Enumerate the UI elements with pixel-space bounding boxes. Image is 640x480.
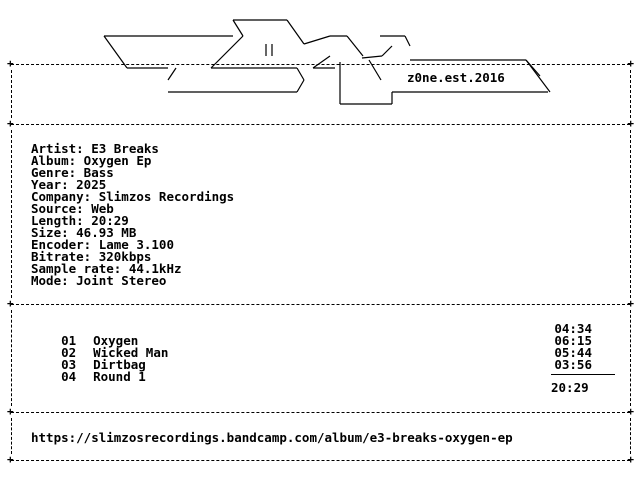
total-length: 20:29 — [551, 380, 589, 395]
release-info: Artist: E3 Breaks Album: Oxygen Ep Genre… — [31, 141, 235, 288]
bandcamp-link[interactable]: https://slimzosrecordings.bandcamp.com/a… — [31, 430, 513, 445]
logo-tagline: z0ne.est.2016 — [407, 70, 505, 85]
separator-info — [7, 117, 634, 131]
info-encoder: Encoder: Lame 3.100 — [31, 237, 174, 252]
separator-bottom — [7, 453, 634, 467]
separator-tracks — [7, 297, 634, 311]
track-row: 04 Round 1 03:56 — [31, 357, 592, 383]
info-year: Year: 2025 — [31, 177, 107, 192]
info-sample-rate: Sample rate: 44.1kHz — [31, 261, 182, 276]
tracklist: 01 Oxygen 04:34 02 Wicked Man 06:15 03 Dirt… — [31, 321, 592, 383]
track-title: Round 1 — [93, 369, 146, 384]
info-size: Size: 46.93 MB — [31, 225, 137, 240]
track-duration: 05:44 — [554, 345, 592, 360]
track-duration: 04:34 — [554, 321, 592, 336]
info-mode: Mode: Joint Stereo — [31, 273, 167, 288]
track-title: Oxygen — [93, 333, 139, 348]
frame-left-4 — [11, 418, 12, 454]
frame-left-3 — [11, 310, 12, 406]
info-genre: Genre: Bass — [31, 165, 114, 180]
frame-right-1 — [630, 70, 631, 118]
total-divider — [551, 374, 615, 375]
separator-link — [7, 405, 634, 419]
track-title: Dirtbag — [93, 357, 146, 372]
track-number: 04 — [61, 369, 77, 384]
frame-left-1 — [11, 70, 12, 118]
info-artist: Artist: E3 Breaks — [31, 141, 159, 156]
frame-right-4 — [630, 418, 631, 454]
frame-right-3 — [630, 310, 631, 406]
track-duration: 06:15 — [554, 333, 592, 348]
track-number: 03 — [61, 357, 77, 372]
ascii-logo: z0ne.est.2016 — [0, 0, 640, 120]
info-company: Company: Slimzos Recordings — [31, 189, 235, 204]
separator-top — [7, 57, 634, 71]
track-number: 01 — [61, 333, 77, 348]
track-row: 01 Oxygen 04:34 — [31, 321, 592, 347]
ascii-logo-art: z0ne.est.2016 — [103, 19, 551, 105]
track-row: 03 Dirtbag 05:44 — [31, 345, 592, 371]
frame-right-2 — [630, 130, 631, 298]
track-number: 02 — [61, 345, 77, 360]
info-album: Album: Oxygen Ep — [31, 153, 152, 168]
track-title: Wicked Man — [93, 345, 169, 360]
frame-left-2 — [11, 130, 12, 298]
info-bitrate: Bitrate: 320kbps — [31, 249, 152, 264]
info-length: Length: 20:29 — [31, 213, 129, 228]
info-source: Source: Web — [31, 201, 114, 216]
track-duration: 03:56 — [554, 357, 592, 372]
track-row: 02 Wicked Man 06:15 — [31, 333, 592, 359]
